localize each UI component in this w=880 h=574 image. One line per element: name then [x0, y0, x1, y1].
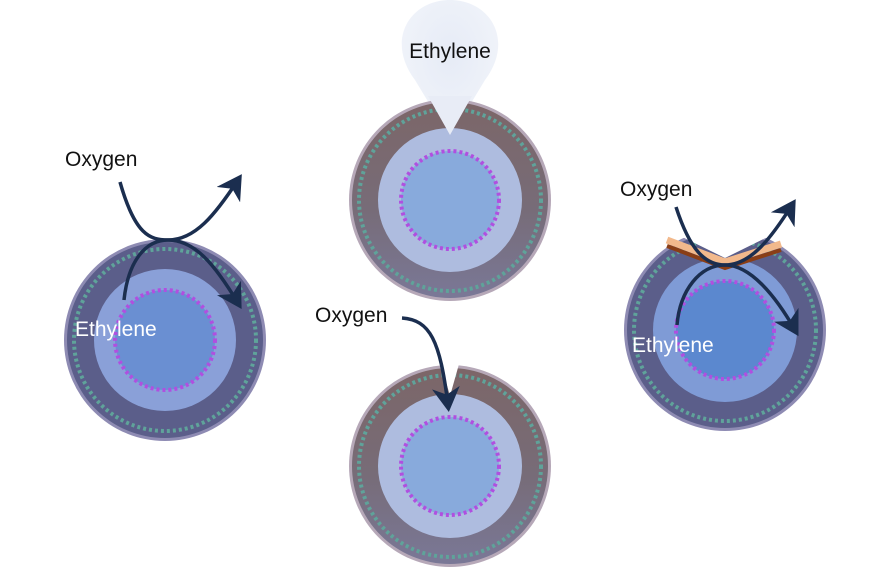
- left-ethylene-label: Ethylene: [75, 318, 157, 341]
- left-fruit-intact: [64, 174, 266, 441]
- right-ethylene-label: Ethylene: [632, 334, 714, 357]
- top-ethylene-label: Ethylene: [409, 40, 491, 63]
- peel-wound: [428, 96, 472, 135]
- oxygen-bounce-arrow: [118, 174, 242, 242]
- left-oxygen-label: Oxygen: [65, 148, 137, 171]
- oxygen-entry-arrow: [401, 316, 460, 412]
- bottom-oxygen-label: Oxygen: [315, 304, 387, 327]
- bottom-fruit-oxygen-entry: [349, 316, 551, 567]
- ethylene-trapped-arrow: [122, 238, 242, 309]
- inner-dotted-ring: [399, 415, 501, 517]
- outer-dotted-ring: [72, 247, 258, 433]
- inner-dotted-ring: [113, 288, 217, 392]
- top-fruit-ethylene-release: [349, 0, 551, 301]
- right-oxygen-label: Oxygen: [620, 178, 692, 201]
- inner-dotted-ring: [674, 279, 776, 381]
- coating-film: [666, 244, 782, 271]
- ethylene-trapped-arrow: [675, 263, 799, 337]
- inner-dotted-ring: [399, 149, 501, 251]
- coating-layer: [665, 236, 783, 266]
- ethylene-glow: [401, 0, 499, 138]
- right-fruit-coated: [624, 199, 826, 431]
- peel-wound: [441, 364, 459, 396]
